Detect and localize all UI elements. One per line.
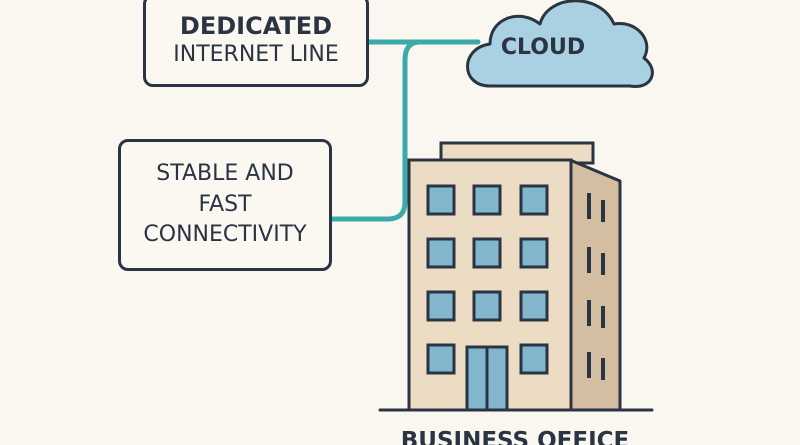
side-windows bbox=[587, 193, 605, 380]
stability-text-1: STABLE AND bbox=[156, 160, 294, 186]
front-windows bbox=[426, 184, 549, 375]
stability-text-3: CONNECTIVITY bbox=[143, 222, 307, 248]
business-office-label: BUSINESS OFFICE bbox=[400, 428, 630, 445]
internet-line-text-2: INTERNET LINE bbox=[173, 41, 339, 67]
stable-connectivity-node: STABLE AND FAST CONNECTIVITY bbox=[118, 139, 332, 271]
connector-main-trunk bbox=[329, 39, 423, 222]
stability-text-2: FAST bbox=[198, 191, 252, 217]
building-side bbox=[568, 158, 622, 412]
internet-line-text-1: DEDICATED bbox=[179, 12, 333, 41]
cloud-label: CLOUD bbox=[500, 35, 586, 60]
connectors bbox=[329, 39, 481, 222]
office-building-icon bbox=[378, 141, 654, 412]
building-door bbox=[465, 345, 509, 412]
dedicated-internet-line-node: DEDICATED INTERNET LINE bbox=[143, 0, 369, 87]
cloud-icon bbox=[466, 0, 654, 88]
